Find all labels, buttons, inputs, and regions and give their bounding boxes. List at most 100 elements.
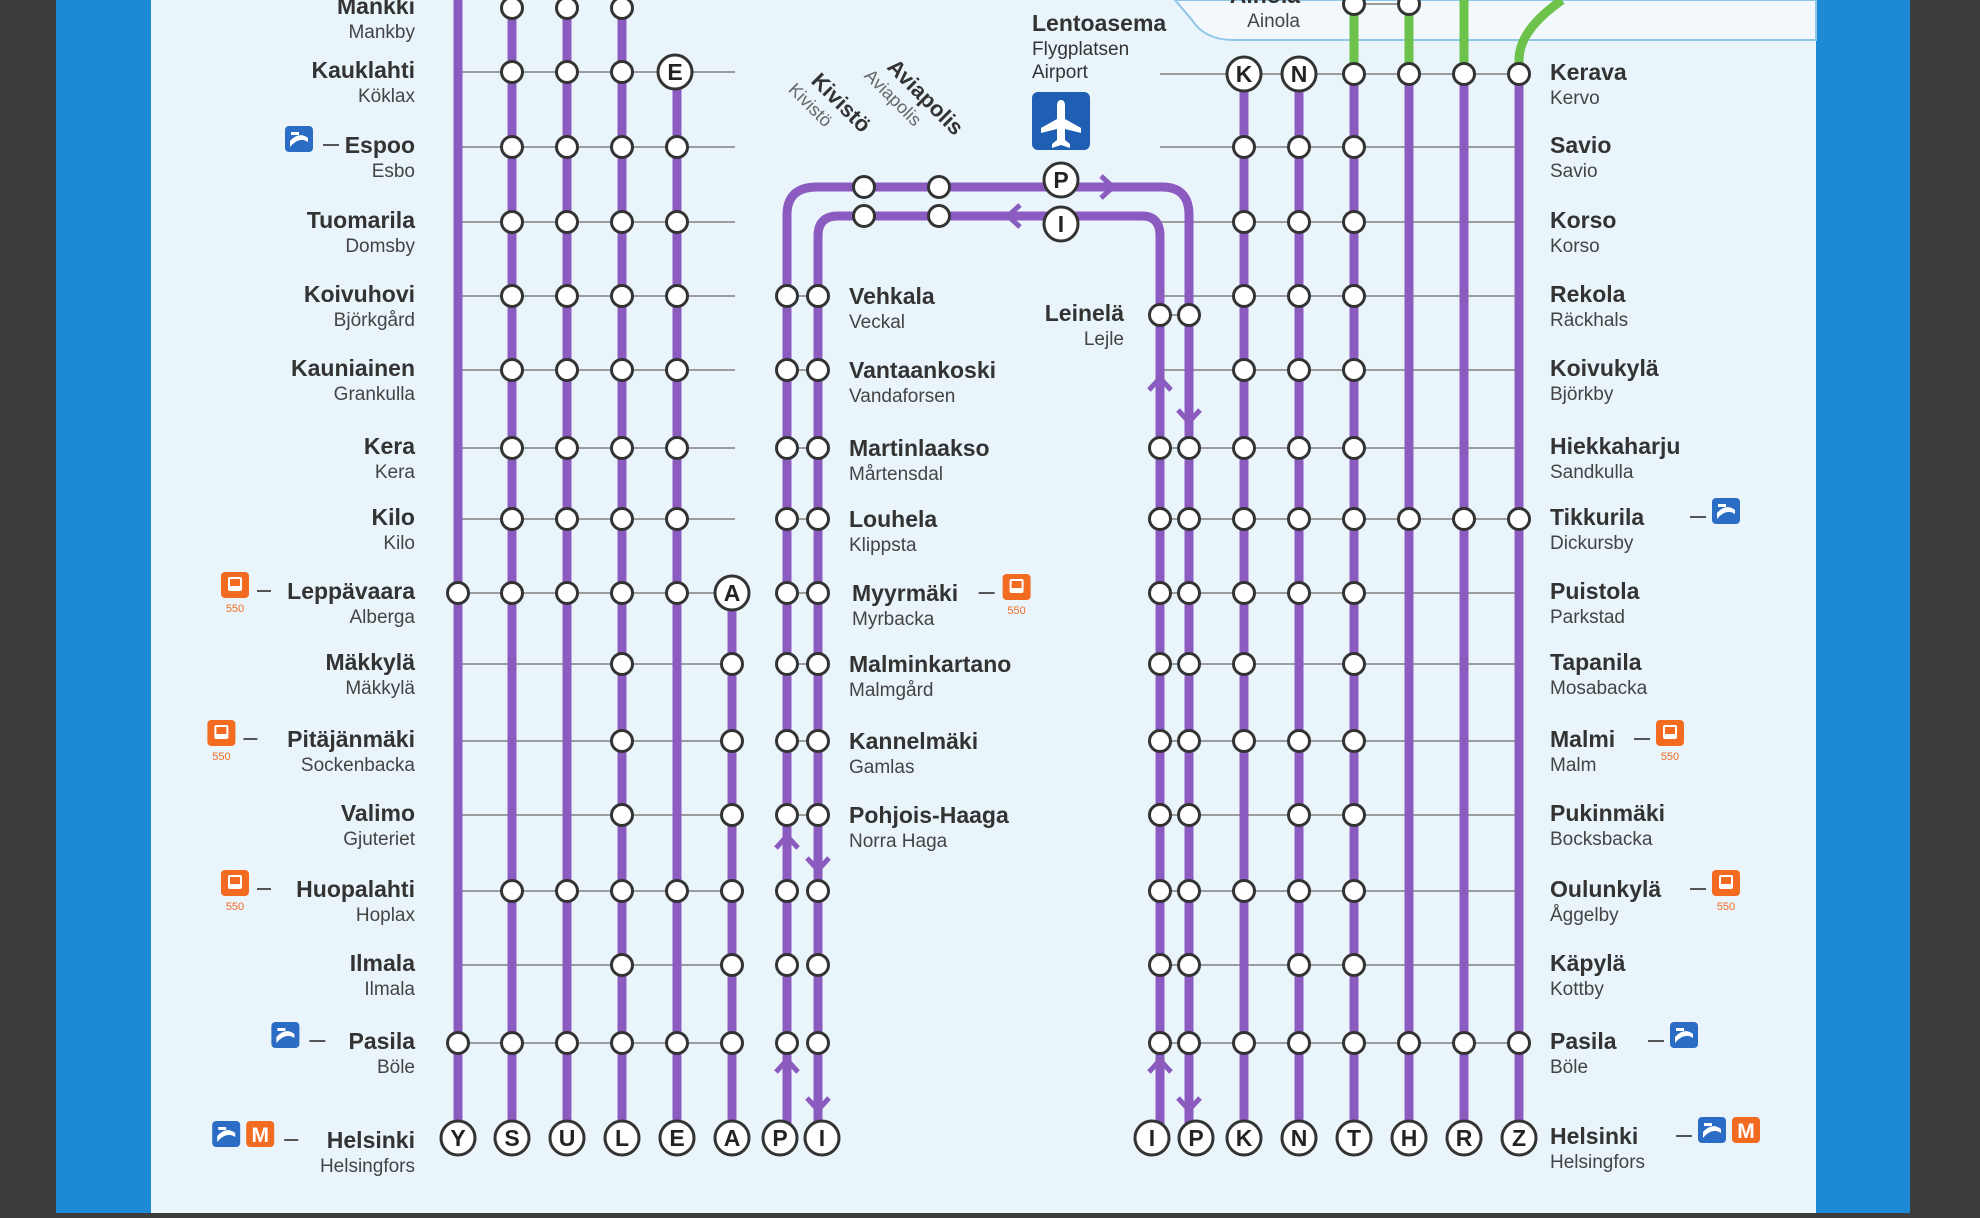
terminal-right-i-letter: I [1149,1125,1155,1151]
stop-right-koivukyla [1232,358,1256,382]
branch-marker-n-letter: N [1291,61,1308,87]
left-station-pasila-name-fi: Pasila [349,1028,416,1054]
stop-left-kauniainen [555,358,579,382]
left-station-pitajanmaki-name-sv: Sockenbacka [301,755,416,776]
metro-icon-letter: M [1737,1120,1755,1143]
stop-left-pasila [775,1031,799,1055]
right-station-koivukyla-name-fi: Koivukylä [1550,355,1659,381]
terminal-right-k-letter: K [1236,1125,1253,1151]
stop-right-korso [1287,210,1311,234]
right-station-malmi-name-fi: Malmi [1550,726,1615,752]
left-station-huopalahti-name-fi: Huopalahti [296,876,415,902]
terminal-left-s [493,1119,531,1157]
stop-right-pasila [1148,1031,1172,1055]
stop-p-vehkala [775,284,799,308]
left-station-pitajanmaki-name-fi: Pitäjänmäki [287,726,415,752]
terminal-left-e-letter: E [669,1125,684,1151]
left-station-pasila-name-sv: Böle [377,1057,415,1078]
stop-i-kannelmaki [806,729,830,753]
stop-left-huopalahti [555,879,579,903]
leinela-leinela-name-fi: Leinelä [1045,300,1124,326]
stop-right-hiekkaharju [1232,436,1256,460]
stop-right-tikkurila [1287,507,1311,531]
stop-right-puistola [1232,581,1256,605]
train-icon [285,126,313,152]
middle-station-vantaankoski-name-sv: Vandaforsen [849,386,955,407]
terminal-right-n [1280,1119,1318,1157]
stop-left-koivuhovi [665,284,689,308]
right-station-korso-name-fi: Korso [1550,207,1616,233]
stop-left-kera [610,436,634,460]
terminal-right-t [1335,1119,1373,1157]
stop-p-pohjois-haaga [775,803,799,827]
middle-station-vantaankoski-name-fi: Vantaankoski [849,357,996,383]
stop-left-espoo [500,135,524,159]
left-station-tuomarila-name-fi: Tuomarila [307,207,415,233]
arrow-up-i-right-bottom [1147,1056,1173,1074]
stop-right-hiekkaharju [1342,436,1366,460]
terminal-left-y [439,1119,477,1157]
stop-left-espoo [665,135,689,159]
stop-right-savio [1232,135,1256,159]
left-station-mankki-name-sv: Mankby [348,22,415,43]
left-station-valimo-name-fi: Valimo [341,800,415,826]
stop-i-kivisto [852,204,876,228]
bus-number: 550 [1717,901,1735,913]
right-station-kapyla-name-fi: Käpylä [1550,950,1626,976]
stop-right-tapanila [1342,652,1366,676]
right-station-pukinmaki-name-sv: Bocksbacka [1550,829,1653,850]
stop-right-kapyla [1342,953,1366,977]
airport-label-sv: Flygplatsen [1032,39,1129,60]
stop-left-espoo [555,135,579,159]
airplane-icon [1032,92,1090,150]
left-station-kera-name-sv: Kera [375,462,416,483]
bus-number: 550 [212,751,230,763]
stop-right-pukinmaki [1342,803,1366,827]
stop-left-makkyla [610,652,634,676]
stop-right-pasila [1177,1031,1201,1055]
stop-left-mankki [555,0,579,20]
stop-right-ainola [1342,0,1366,16]
stop-right-kapyla [1177,953,1201,977]
stop-left-pasila [446,1031,470,1055]
middle-station-myyrmaki-name-sv: Myrbacka [852,609,935,630]
bus-number: 550 [1661,751,1679,763]
branch-marker-a-letter: A [724,580,741,606]
left-station-kauniainen-name-sv: Grankulla [334,384,416,405]
stop-left-kauniainen [665,358,689,382]
right-station-kerava-name-sv: Kervo [1550,88,1600,109]
right-station-tikkurila-name-fi: Tikkurila [1550,504,1644,530]
stop-left-makkyla [720,652,744,676]
stop-right-savio [1342,135,1366,159]
terminal-right-h [1390,1119,1428,1157]
left-station-kauklahti-name-fi: Kauklahti [311,57,415,83]
stop-right-puistola [1342,581,1366,605]
stop-p-vantaankoski [775,358,799,382]
terminal-right-r-letter: R [1456,1125,1473,1151]
middle-station-louhela-name-sv: Klippsta [849,535,917,556]
terminal-right-i [1133,1119,1171,1157]
stop-left-koivuhovi [500,284,524,308]
stop-p-kivisto [852,175,876,199]
stop-i-leinela [1148,303,1172,327]
right-station-puistola-name-sv: Parkstad [1550,607,1625,628]
terminal-right-z [1500,1119,1538,1157]
branch-marker-a [713,574,751,612]
stop-right-pasila [1342,1031,1366,1055]
stop-p-aviapolis [927,175,951,199]
line-p-ring [782,182,1194,1138]
stop-right-kapyla [1287,953,1311,977]
stop-right-tikkurila [1507,507,1531,531]
bus-number: 550 [1007,605,1025,617]
train-icon [212,1121,241,1147]
terminal-left-l-letter: L [615,1125,629,1151]
terminal-right-p-letter: P [1188,1125,1203,1151]
right-station-koivukyla-name-sv: Björkby [1550,384,1614,405]
stop-left-pasila [720,1031,744,1055]
stop-left-ilmala [720,953,744,977]
terminal-left-e [658,1119,696,1157]
train-icon [1698,1117,1726,1143]
stop-right-malmi [1287,729,1311,753]
